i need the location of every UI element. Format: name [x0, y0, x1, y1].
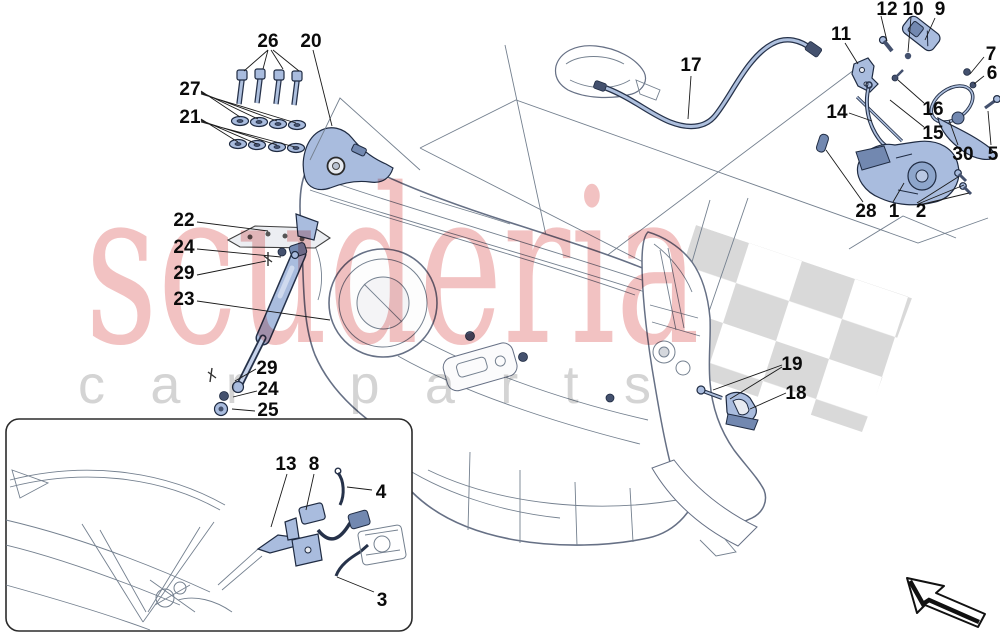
callout-21: 21	[179, 107, 201, 128]
nut-7	[963, 68, 971, 76]
inset-car-art	[5, 469, 263, 631]
watermark: scuderia car parts	[78, 142, 700, 415]
washers-21	[228, 138, 306, 154]
lock-assembly-group	[815, 15, 973, 206]
callout-17: 17	[680, 55, 701, 76]
callout-5: 5	[988, 144, 999, 165]
watermark-subtitle-text: car parts	[78, 355, 651, 415]
nut-10	[904, 52, 912, 60]
glass-and-pointer-lines	[419, 44, 989, 333]
callout-29: 29	[173, 263, 194, 284]
callout-23: 23	[173, 289, 194, 310]
callout-13: 13	[275, 454, 296, 475]
sensor-9	[901, 15, 941, 52]
leader-lines	[196, 15, 992, 593]
washers-27	[230, 115, 307, 131]
wire-harness	[316, 522, 352, 541]
door-handle-cup	[442, 342, 518, 392]
checkered-flag-graphic	[646, 215, 957, 432]
callout-27: 27	[179, 79, 200, 100]
callout-24: 24	[257, 379, 279, 400]
pin-28	[815, 133, 829, 153]
trim-bracket-20	[302, 97, 421, 191]
panel-bolts	[465, 331, 615, 403]
interior-handle-art	[554, 45, 661, 101]
callout-24: 24	[173, 237, 195, 258]
inset-detail-box	[5, 418, 413, 632]
callout-4: 4	[376, 482, 387, 503]
striker-group	[696, 385, 759, 431]
screw-12-shaft	[882, 39, 894, 53]
inset-parts	[256, 467, 407, 577]
screws-2	[954, 169, 973, 196]
callout-7: 7	[986, 44, 997, 65]
direction-arrow-icon	[906, 577, 986, 628]
bolts-26	[236, 68, 303, 106]
callout-28: 28	[855, 201, 876, 222]
pillar-bracket-22	[226, 213, 331, 249]
callout-18: 18	[785, 383, 806, 404]
fastener-group-top-left	[228, 68, 307, 154]
callout-11: 11	[831, 24, 852, 45]
bracket-11	[851, 57, 879, 93]
strut-fasteners	[207, 247, 300, 417]
callout-25: 25	[257, 400, 279, 421]
inset-lock-art	[357, 524, 407, 566]
callout-10: 10	[902, 0, 923, 20]
callout-2: 2	[916, 201, 927, 222]
callout-6: 6	[987, 63, 998, 84]
watermark-brand-text: scuderia	[85, 142, 700, 393]
callout-3: 3	[377, 590, 388, 611]
callout-16: 16	[922, 99, 943, 120]
cable-3	[334, 543, 369, 577]
callout-1: 1	[889, 201, 900, 222]
callout-9: 9	[935, 0, 946, 20]
callout-30: 30	[952, 144, 973, 165]
release-cable-17	[593, 37, 823, 130]
door-rear-section	[641, 231, 767, 557]
callout-14: 14	[826, 102, 848, 123]
callout-22: 22	[173, 210, 194, 231]
callout-19: 19	[781, 354, 802, 375]
callout-26: 26	[257, 31, 278, 52]
callout-8: 8	[309, 454, 320, 475]
switch-8	[298, 502, 326, 525]
exterior-handle-30	[929, 68, 1000, 161]
rod-4	[336, 472, 345, 506]
callout-15: 15	[922, 123, 944, 144]
callout-12: 12	[876, 0, 897, 20]
callout-29: 29	[256, 358, 277, 379]
callout-20: 20	[300, 31, 321, 52]
rod-14	[864, 85, 901, 153]
